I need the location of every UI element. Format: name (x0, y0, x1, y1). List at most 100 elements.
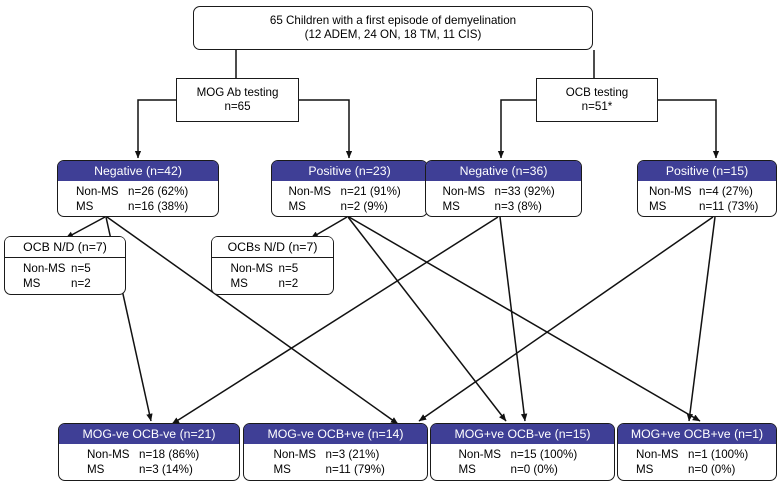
not-done-body: Non-MS n=5 MS n=2 (5, 258, 125, 296)
row-label: Non-MS (636, 447, 679, 461)
table-row: MS n=2 (5, 277, 125, 292)
outcome-header: MOG+ve OCB-ve (n=15) (431, 424, 614, 444)
row-label: Non-MS (23, 261, 66, 275)
row-value: n=0 (0%) (510, 462, 558, 476)
not-done-header: OCBs N/D (n=7) (212, 237, 333, 258)
table-row: Non-MS n=5 (5, 262, 125, 277)
table-row: Non-MS n=4 (27%) (638, 185, 776, 200)
outcome-header: MOG-ve OCB+ve (n=14) (244, 424, 427, 444)
row-label: MS (458, 462, 476, 476)
table-row: MS n=2 (212, 277, 333, 292)
table-row: Non-MS n=26 (62%) (58, 185, 218, 200)
outcome-body: Non-MS n=3 (21%) MS n=11 (79%) (244, 444, 427, 482)
outcome-header: MOG-ve OCB-ve (n=21) (59, 424, 239, 444)
row-label: MS (230, 276, 248, 290)
root-line-1: 65 Children with a first episode of demy… (269, 13, 517, 27)
result-box-mog-negative: Negative (n=42) Non-MS n=26 (62%) MS n=16 … (57, 160, 219, 217)
row-label: Non-MS (273, 447, 317, 461)
row-label: MS (273, 462, 291, 476)
row-value: n=3 (8%) (494, 199, 542, 213)
mog-ab-testing-box: MOG Ab testing n=65 (176, 78, 299, 122)
table-row: Non-MS n=21 (91%) (272, 185, 427, 200)
row-label: Non-MS (76, 184, 119, 198)
outcome-header: MOG+ve OCB+ve (n=1) (618, 424, 776, 444)
root-cohort-box: 65 Children with a first episode of demy… (193, 6, 593, 50)
row-label: Non-MS (230, 261, 274, 275)
row-value: n=11 (79%) (325, 462, 385, 476)
result-header: Negative (n=42) (58, 161, 218, 181)
table-row: MS n=2 (9%) (272, 200, 427, 215)
table-row: Non-MS n=3 (21%) (244, 448, 427, 463)
table-row: MS n=0 (0%) (618, 463, 776, 478)
row-label: Non-MS (649, 184, 692, 198)
row-value: n=5 (71, 261, 91, 275)
row-label: Non-MS (288, 184, 332, 198)
table-row: MS n=11 (73%) (638, 200, 776, 215)
result-body: Non-MS n=21 (91%) MS n=2 (9%) (272, 181, 427, 219)
result-body: Non-MS n=4 (27%) MS n=11 (73%) (638, 181, 776, 219)
outcome-box-mogneg-ocbpos: MOG-ve OCB+ve (n=14) Non-MS n=3 (21%) MS n… (243, 423, 428, 481)
row-label: MS (87, 462, 105, 476)
row-label: Non-MS (442, 184, 486, 198)
ocb-testing-box: OCB testing n=51* (536, 78, 658, 122)
row-label: Non-MS (458, 447, 502, 461)
row-label: MS (23, 276, 41, 290)
row-value: n=5 (278, 261, 299, 275)
row-value: n=33 (92%) (494, 184, 555, 198)
ocb-test-n: n=51* (581, 100, 613, 113)
row-value: n=2 (9%) (340, 199, 388, 213)
outcome-body: Non-MS n=18 (86%) MS n=3 (14%) (59, 444, 239, 482)
result-header: Positive (n=15) (638, 161, 776, 181)
row-label: MS (442, 199, 460, 213)
table-row: Non-MS n=5 (212, 262, 333, 277)
table-row: MS n=3 (14%) (59, 463, 239, 478)
root-line-2: (12 ADEM, 24 ON, 18 TM, 11 CIS) (304, 28, 482, 41)
row-value: n=26 (62%) (128, 184, 189, 198)
row-value: n=18 (86%) (139, 447, 200, 461)
row-value: n=21 (91%) (340, 184, 401, 198)
row-label: MS (288, 199, 306, 213)
not-done-box-ocbs-nd: OCBs N/D (n=7) Non-MS n=5 MS n=2 (211, 236, 334, 295)
result-body: Non-MS n=26 (62%) MS n=16 (38%) (58, 181, 218, 219)
outcome-box-mogneg-ocbneg: MOG-ve OCB-ve (n=21) Non-MS n=18 (86%) MS… (58, 423, 240, 481)
row-label: MS (636, 462, 654, 476)
table-row: Non-MS n=18 (86%) (59, 448, 239, 463)
not-done-body: Non-MS n=5 MS n=2 (212, 258, 333, 296)
row-label: MS (649, 199, 667, 213)
result-header: Positive (n=23) (272, 161, 427, 181)
row-value: n=3 (14%) (139, 462, 193, 476)
result-header: Negative (n=36) (426, 161, 581, 181)
row-value: n=16 (38%) (128, 199, 189, 213)
not-done-box-ocb-nd: OCB N/D (n=7) Non-MS n=5 MS n=2 (4, 236, 126, 295)
table-row: Non-MS n=33 (92%) (426, 185, 581, 200)
row-label: Non-MS (87, 447, 130, 461)
row-value: n=2 (71, 276, 91, 290)
result-box-ocb-negative: Negative (n=36) Non-MS n=33 (92%) MS n=3 (… (425, 160, 582, 217)
row-value: n=0 (0%) (688, 462, 736, 476)
table-row: MS n=0 (0%) (431, 463, 614, 478)
table-row: MS n=16 (38%) (58, 200, 218, 215)
not-done-header: OCB N/D (n=7) (5, 237, 125, 258)
ocb-test-label: OCB testing (565, 85, 629, 99)
table-row: Non-MS n=15 (100%) (431, 448, 614, 463)
row-value: n=2 (278, 276, 299, 290)
mog-test-label: MOG Ab testing (196, 85, 279, 99)
row-value: n=3 (21%) (325, 447, 380, 461)
outcome-box-mogpos-ocbneg: MOG+ve OCB-ve (n=15) Non-MS n=15 (100%) M… (430, 423, 615, 481)
row-value: n=15 (100%) (510, 447, 578, 461)
outcome-body: Non-MS n=15 (100%) MS n=0 (0%) (431, 444, 614, 482)
row-label: MS (76, 199, 94, 213)
result-box-ocb-positive: Positive (n=15) Non-MS n=4 (27%) MS n=11 (… (637, 160, 777, 217)
result-body: Non-MS n=33 (92%) MS n=3 (8%) (426, 181, 581, 219)
result-box-mog-positive: Positive (n=23) Non-MS n=21 (91%) MS n=2 (… (271, 160, 428, 217)
row-value: n=4 (27%) (699, 184, 753, 198)
table-row: MS n=11 (79%) (244, 463, 427, 478)
mog-test-n: n=65 (224, 100, 251, 113)
table-row: MS n=3 (8%) (426, 200, 581, 215)
row-value: n=11 (73%) (699, 199, 759, 213)
